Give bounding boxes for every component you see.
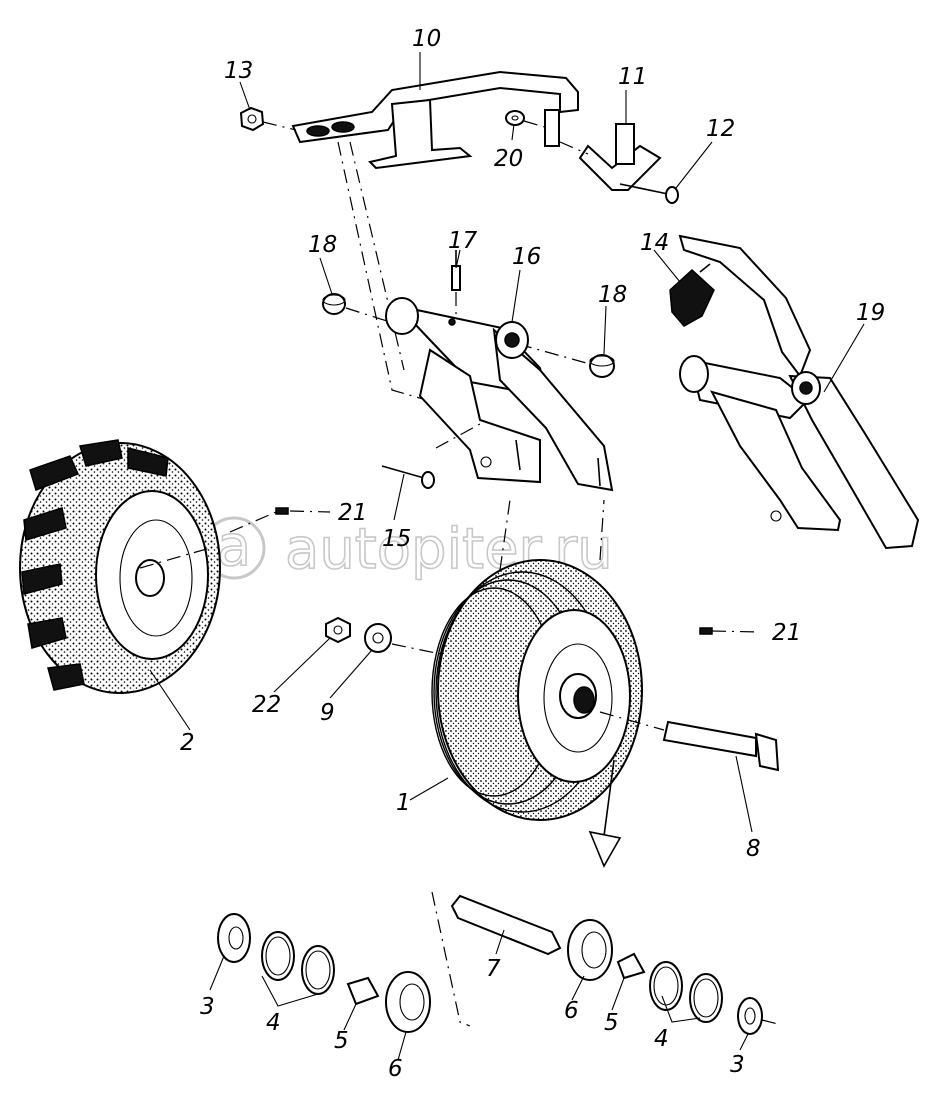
callout-4-right: 4 xyxy=(654,1026,669,1052)
callout-13: 13 xyxy=(224,58,253,84)
callout-5-left: 5 xyxy=(334,1028,349,1054)
part-12-bolt xyxy=(619,183,679,204)
callout-19: 19 xyxy=(856,300,885,326)
callout-16: 16 xyxy=(512,244,541,270)
callout-3-left: 3 xyxy=(200,994,215,1020)
part-18-bushing-left xyxy=(322,293,346,315)
callout-2: 2 xyxy=(180,730,195,756)
callout-15: 15 xyxy=(382,526,411,552)
callout-3-right: 3 xyxy=(730,1052,745,1078)
part-3-washer-right xyxy=(737,997,763,1035)
part-18-bushing-right xyxy=(589,354,615,378)
part-6-bearing-left xyxy=(385,971,431,1033)
part-19-assembled-fork xyxy=(678,234,920,550)
part-15-bolt xyxy=(381,465,435,489)
callout-10: 10 xyxy=(412,26,441,52)
callout-8: 8 xyxy=(746,836,761,862)
part-2-lugged-wheel xyxy=(19,439,221,694)
part-5-spacer-right xyxy=(616,952,646,980)
callout-11: 11 xyxy=(618,64,647,90)
callout-6-right: 6 xyxy=(564,998,579,1024)
part-10-upper-bracket xyxy=(291,70,579,170)
callout-4-left: 4 xyxy=(266,1010,281,1036)
callout-9: 9 xyxy=(320,700,335,726)
part-21-fitting-left xyxy=(275,507,331,515)
part-1-wheel xyxy=(431,499,643,821)
callout-5-right: 5 xyxy=(604,1010,619,1036)
part-22-nut xyxy=(325,616,351,644)
part-4-seal-right xyxy=(649,961,723,1023)
part-14-buffer xyxy=(669,263,715,327)
callout-18-left: 18 xyxy=(308,232,337,258)
alignment-line xyxy=(349,141,405,371)
callout-17: 17 xyxy=(448,228,478,254)
part-4-seal-left xyxy=(261,931,335,995)
callout-21-left: 21 xyxy=(338,500,367,526)
explode-arrow xyxy=(588,759,622,868)
callout-1: 1 xyxy=(396,790,411,816)
callout-14: 14 xyxy=(640,230,669,256)
part-8-axle-bolt xyxy=(599,711,780,772)
callout-21-right: 21 xyxy=(772,620,801,646)
callout-22: 22 xyxy=(252,692,281,718)
part-9-washer xyxy=(364,623,392,653)
leader-lines xyxy=(149,52,865,1061)
part-6-bearing-right xyxy=(567,919,613,981)
callout-20: 20 xyxy=(494,146,523,172)
svg-text:a: a xyxy=(217,514,251,579)
callout-labels: 10 11 12 13 20 18 17 16 18 14 19 21 15 2… xyxy=(180,26,885,1082)
callout-7: 7 xyxy=(486,956,501,982)
part-3-washer-left xyxy=(217,913,251,963)
callout-12: 12 xyxy=(706,116,735,142)
callout-18-right: 18 xyxy=(598,282,627,308)
alignment-line xyxy=(337,141,441,405)
part-7-axle-shaft xyxy=(450,894,562,956)
callout-6-left: 6 xyxy=(388,1056,403,1082)
part-16-fork-body xyxy=(385,297,614,492)
part-13-nut xyxy=(239,106,265,132)
part-11-clip xyxy=(578,123,662,191)
part-5-spacer-left xyxy=(346,976,380,1006)
part-21-fitting-right xyxy=(699,627,761,635)
part-20-washer xyxy=(505,110,525,126)
